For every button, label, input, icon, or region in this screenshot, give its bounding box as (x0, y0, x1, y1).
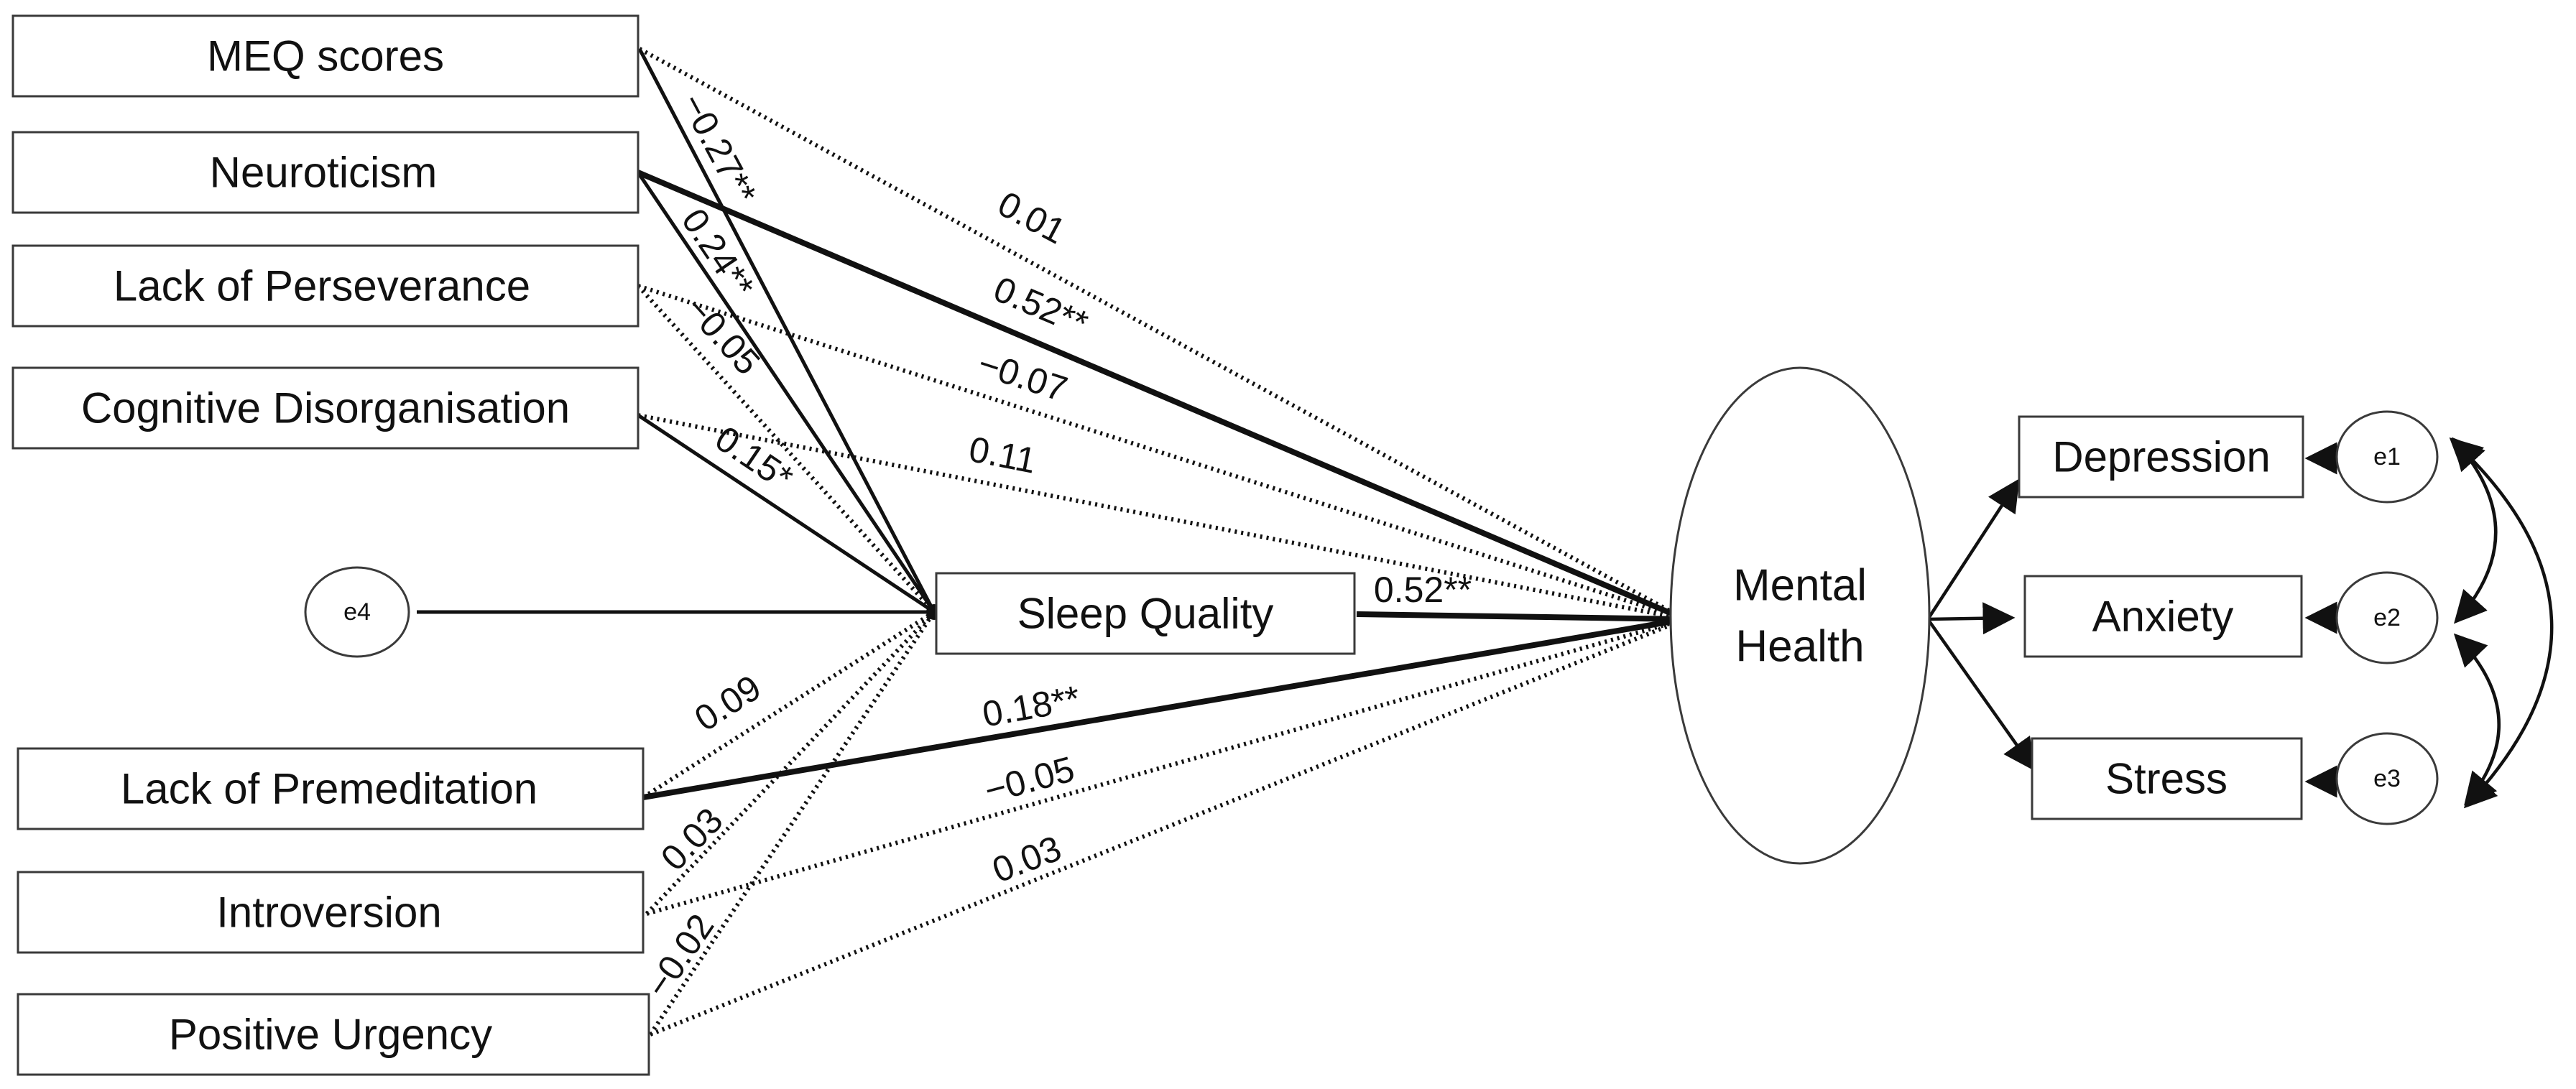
box-introversion (17, 871, 645, 954)
covariance-e1-e2 (2451, 437, 2498, 624)
label-mental-health-line1: Mental (1733, 561, 1867, 611)
label-positive-urgency: Positive Urgency (169, 1011, 492, 1059)
label-anxiety: Anxiety (2092, 593, 2234, 641)
path-premeditation-to-sleep (642, 610, 936, 800)
error-circle-e3 (2335, 732, 2439, 825)
path-mental-health-to-anxiety (1927, 602, 2016, 635)
error-circle-e2 (2335, 571, 2439, 664)
coef-introversion-to-sleep: 0.03 (653, 800, 731, 879)
label-introversion: Introversion (216, 889, 441, 937)
error-circle-e1 (2335, 410, 2439, 504)
path-introversion-to-sleep (645, 610, 936, 916)
path-meq-to-mental-health (638, 47, 1686, 621)
path-mental-health-to-depression (1926, 478, 2020, 621)
label-cognitive-disorganisation: Cognitive Disorganisation (81, 384, 570, 432)
label-lack-of-premeditation: Lack of Premeditation (121, 765, 537, 813)
box-positive-urgency (17, 993, 650, 1076)
error-circle-e4 (304, 566, 410, 658)
label-stress: Stress (2105, 755, 2228, 803)
box-stress (2031, 737, 2303, 820)
path-mental-health-to-stress (1926, 618, 2036, 771)
path-urgency-to-mental-health (649, 617, 1686, 1037)
latent-mental-health (1669, 366, 1931, 865)
coef-urgency-to-sleep: −0.02 (637, 907, 721, 1004)
box-neuroticism (11, 131, 640, 214)
path-premeditation-to-mental-health (642, 616, 1686, 800)
path-perseverance-to-sleep (636, 284, 936, 614)
label-depression: Depression (2052, 433, 2271, 481)
label-meq-scores: MEQ scores (207, 32, 444, 80)
box-cognitive-disorganisation (11, 366, 640, 450)
path-neuroticism-to-mental-health (637, 170, 1686, 622)
box-lack-of-premeditation (17, 747, 645, 830)
path-sleep-to-mental-health (1356, 611, 1686, 622)
path-perseverance-to-mental-health (637, 284, 1686, 621)
path-meq-to-sleep (637, 47, 936, 613)
coef-neuroticism-to-mental-health: 0.52** (988, 269, 1094, 344)
label-e1: e1 (2373, 443, 2401, 471)
coef-meq-to-mental-health: 0.01 (992, 183, 1072, 251)
path-cognitive-to-sleep (637, 413, 936, 614)
box-sleep-quality (935, 572, 1356, 655)
box-meq-scores (11, 14, 640, 98)
coef-cognitive-to-mental-health: 0.11 (966, 429, 1040, 481)
coef-premeditation-to-sleep: 0.09 (688, 667, 768, 739)
box-depression (2018, 415, 2304, 499)
box-anxiety (2023, 575, 2303, 658)
coef-urgency-to-mental-health: 0.03 (987, 828, 1066, 891)
path-introversion-to-mental-health (646, 617, 1686, 916)
label-e3: e3 (2373, 765, 2401, 792)
path-urgency-to-sleep (648, 611, 936, 1036)
label-lack-of-perseverance: Lack of Perseverance (114, 262, 530, 310)
coef-cognitive-to-sleep: 0.15* (708, 418, 800, 499)
label-mental-health-line2: Health (1735, 622, 1864, 672)
coef-introversion-to-mental-health: −0.05 (980, 749, 1079, 811)
coef-sleep-to-mental-health: 0.52** (1374, 570, 1472, 610)
coef-perseverance-to-sleep: −0.05 (677, 288, 767, 382)
covariance-e1-e3 (2449, 437, 2554, 809)
label-neuroticism: Neuroticism (210, 149, 438, 197)
label-e4: e4 (343, 598, 371, 626)
box-lack-of-perseverance (11, 244, 640, 328)
label-e2: e2 (2373, 604, 2401, 631)
path-neuroticism-to-sleep (636, 171, 936, 613)
label-sleep-quality: Sleep Quality (1017, 590, 1274, 638)
